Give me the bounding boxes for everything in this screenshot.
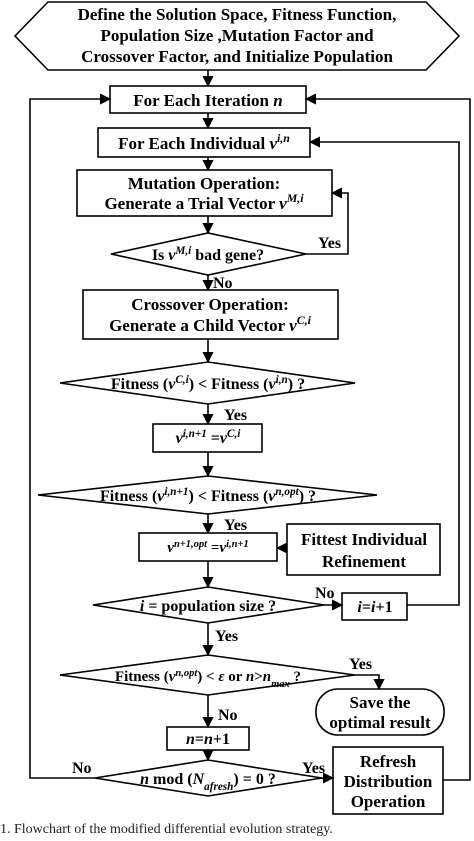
refresh-check-text: n mod (Nafresh) = 0 ? xyxy=(140,771,276,793)
bad-gene-text: Is vM,i bad gene? xyxy=(152,245,264,264)
fitness-opt-text: Fitness (vi,n+1) < Fitness (vn,opt) ? xyxy=(100,486,316,505)
crossover-text-line-2: Generate a Child Vector vC,i xyxy=(109,313,312,335)
init-text-line-1: Define the Solution Space, Fitness Funct… xyxy=(78,5,397,24)
arrow-refresh-check-no-loop xyxy=(29,93,112,779)
refresh-box xyxy=(332,746,444,815)
individual-loop-box xyxy=(97,127,311,158)
figure-caption: 1. Flowchart of the modified differentia… xyxy=(0,822,333,837)
refresh-text-line-1: Refresh xyxy=(360,752,417,771)
label-yes-stop: Yes xyxy=(349,656,372,673)
increment-n-text: n=n+1 xyxy=(186,731,230,748)
refresh-text-line-3: Operation xyxy=(351,792,426,811)
arrow-stop-yes-to-save xyxy=(355,674,385,691)
individual-loop-text: For Each Individual vi,n xyxy=(118,131,290,153)
assign-opt-box xyxy=(138,532,278,562)
init-text-line-3: Crossover Factor, and Initialize Populat… xyxy=(81,47,393,66)
population-size-text: i = population size ? xyxy=(140,598,276,615)
assign-child-text: vi,n+1 =vC,i xyxy=(176,428,242,447)
fitness-child-text: Fitness (vC,i) < Fitness (vi,n) ? xyxy=(111,374,305,393)
label-yes-refresh-check: Yes xyxy=(302,760,325,777)
fitness-child-decision xyxy=(59,361,356,405)
label-no-refresh-check: No xyxy=(72,760,92,777)
assign-child-box xyxy=(152,423,263,453)
label-yes-fitness-opt: Yes xyxy=(224,517,247,534)
init-text-line-2: Population Size ,Mutation Factor and xyxy=(100,26,374,45)
mutation-box xyxy=(76,169,333,217)
save-result-text-line-2: optimal result xyxy=(329,713,431,732)
refresh-text-line-2: Distribution xyxy=(344,772,433,791)
init-hexagon xyxy=(13,1,461,71)
mutation-text-line-1: Mutation Operation: xyxy=(128,174,281,193)
increment-i-text: i=i+1 xyxy=(357,599,392,616)
label-yes-pop-size: Yes xyxy=(215,628,238,645)
stop-criterion-text: Fitness (vn,opt) < ε or n>nmax ? xyxy=(115,668,301,690)
arrow-bad-gene-yes-loop xyxy=(306,187,349,255)
increment-i-box xyxy=(341,592,408,621)
label-yes-fitness-child: Yes xyxy=(224,407,247,424)
label-no-bad-gene: No xyxy=(213,275,233,292)
label-yes-bad-gene: Yes xyxy=(318,235,341,252)
label-no-pop-size: No xyxy=(315,585,335,602)
label-no-stop: No xyxy=(218,707,238,724)
arrow-increment-i-loop xyxy=(308,136,460,606)
flowchart: Define the Solution Space, Fitness Funct… xyxy=(13,1,471,815)
iteration-loop-text: For Each Iteration n xyxy=(133,91,282,110)
save-result-text-line-1: Save the xyxy=(350,693,411,712)
assign-opt-text: vn+1,opt =vi,n+1 xyxy=(167,539,248,557)
refinement-text-line-2: Refinement xyxy=(322,552,406,571)
arrow-refresh-loop xyxy=(304,93,471,781)
crossover-text-line-1: Crossover Operation: xyxy=(131,295,289,314)
refinement-text-line-1: Fittest Individual xyxy=(301,530,427,549)
mutation-text-line-2: Generate a Trial Vector vM,i xyxy=(104,191,304,213)
fitness-opt-decision xyxy=(37,475,378,515)
